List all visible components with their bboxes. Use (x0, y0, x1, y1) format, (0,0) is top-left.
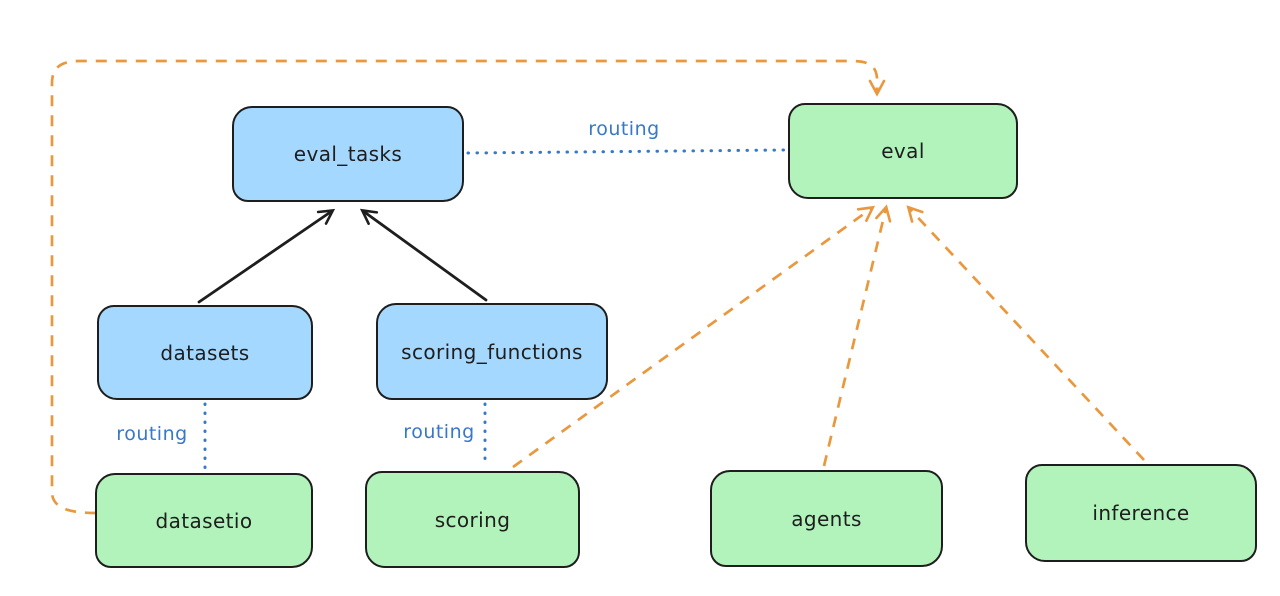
node-scoring-functions: scoring_functions (376, 303, 608, 400)
node-datasets: datasets (97, 305, 313, 400)
edge-datasetio-to-eval (50, 59, 886, 515)
node-agents-label: agents (791, 506, 862, 531)
edge-inference-to-eval (906, 205, 1145, 461)
node-datasets-label: datasets (160, 340, 250, 365)
node-agents: agents (710, 470, 943, 567)
node-scoring-functions-label: scoring_functions (401, 339, 583, 364)
edge-datasets-to-eval-tasks (197, 208, 336, 304)
node-eval-tasks: eval_tasks (232, 106, 464, 202)
node-eval-label: eval (881, 139, 925, 163)
edge-eval-tasks-to-eval-routing (466, 148, 786, 155)
node-inference-label: inference (1092, 501, 1190, 525)
edge-scoring-functions-to-eval-tasks (359, 208, 488, 302)
edge-agents-to-eval (822, 204, 892, 467)
edge-scoring-to-eval (512, 205, 876, 469)
node-scoring: scoring (365, 471, 580, 568)
edge-label-routing-left: routing (116, 423, 188, 445)
edge-label-routing-middle: routing (403, 421, 475, 443)
node-eval: eval (788, 103, 1018, 199)
node-eval-tasks-label: eval_tasks (293, 142, 403, 166)
node-datasetio-label: datasetio (155, 508, 253, 533)
node-scoring-label: scoring (434, 507, 511, 532)
node-datasetio: datasetio (95, 473, 313, 568)
node-inference: inference (1025, 464, 1257, 562)
edge-label-routing-top: routing (588, 118, 660, 140)
